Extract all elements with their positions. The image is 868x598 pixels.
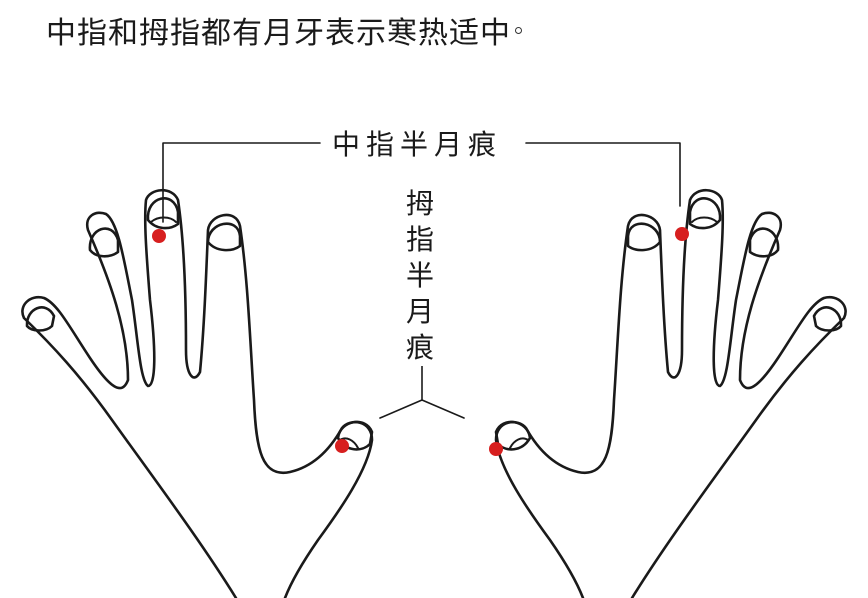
- left-index-nail: [206, 222, 242, 252]
- left-middle-nail: [146, 197, 180, 230]
- caption: 中指和拇指都有月牙表示寒热适中: [46, 12, 522, 56]
- thumb-leader: [379, 399, 465, 419]
- left-pinky-nail: [25, 306, 56, 332]
- middle-finger-half-moon-label: 中指半月痕: [322, 122, 513, 168]
- right-pinky-nail: [812, 306, 843, 332]
- right-thumb-nail: [494, 420, 532, 451]
- middle-finger-leader-left: [162, 142, 321, 223]
- right-middle-half-moon: [691, 216, 718, 223]
- left-hand-outline: [21, 188, 374, 598]
- left-middle-half-moon: [150, 216, 177, 223]
- middle-finger-leader-right: [525, 142, 681, 207]
- left-middle-marker: [152, 229, 166, 243]
- right-thumb-half-moon: [509, 437, 529, 449]
- right-thumb-marker: [489, 442, 503, 456]
- right-middle-nail: [688, 197, 722, 230]
- right-ring-nail: [748, 227, 780, 258]
- left-thumb-marker: [335, 439, 349, 453]
- right-index-nail: [626, 222, 662, 252]
- left-ring-nail: [88, 227, 120, 258]
- right-middle-marker: [675, 227, 689, 241]
- right-hand-outline: [494, 188, 847, 598]
- caption-dot: [515, 27, 522, 34]
- caption-text: 中指和拇指都有月牙表示寒热适中: [46, 16, 511, 51]
- thumb-half-moon-label: 拇指半月痕: [400, 186, 440, 366]
